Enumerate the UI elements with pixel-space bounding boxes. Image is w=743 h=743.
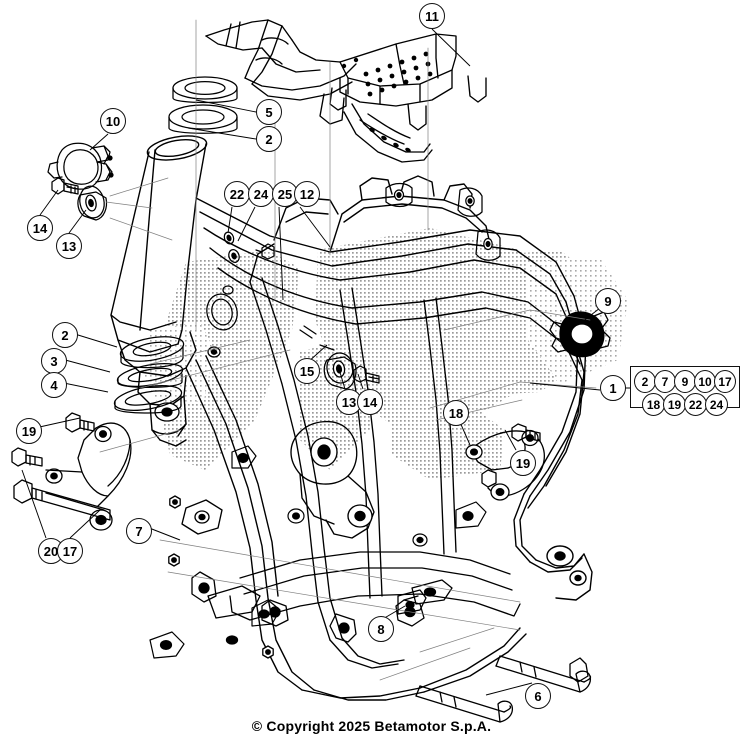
leader-line-24	[237, 206, 256, 242]
leader-lines	[21, 28, 632, 696]
callout-balloon-2[interactable]: 2	[52, 322, 78, 348]
leader-line-13	[68, 209, 87, 234]
group-balloon-2[interactable]: 2	[634, 370, 656, 393]
group-balloon-7[interactable]: 7	[654, 370, 676, 393]
leader-line-11	[431, 28, 471, 67]
leader-line-22	[227, 206, 233, 234]
callout-balloon-15[interactable]: 15	[294, 358, 320, 384]
callout-balloon-14[interactable]: 14	[27, 215, 53, 241]
leader-line-14	[357, 373, 364, 390]
callout-balloon-10[interactable]: 10	[100, 108, 126, 134]
leader-line-9	[581, 307, 601, 323]
callout-balloon-11[interactable]: 11	[419, 3, 445, 29]
group-balloon-19[interactable]: 19	[663, 393, 686, 416]
leader-line-5	[195, 99, 257, 113]
callout-balloon-12[interactable]: 12	[294, 181, 320, 207]
callout-balloon-9[interactable]: 9	[595, 288, 621, 314]
leader-line-25	[278, 206, 284, 301]
callout-balloon-13[interactable]: 13	[56, 233, 82, 259]
leader-line-20	[21, 469, 47, 539]
group-balloon-22[interactable]: 22	[684, 393, 707, 416]
callout-balloon-6[interactable]: 6	[525, 683, 551, 709]
callout-balloon-4[interactable]: 4	[41, 372, 67, 398]
callout-balloon-5[interactable]: 5	[256, 99, 282, 125]
callout-balloon-25[interactable]: 25	[272, 181, 298, 207]
callout-balloon-24[interactable]: 24	[248, 181, 274, 207]
group-balloon-17[interactable]: 17	[714, 370, 736, 393]
leader-line-12	[299, 206, 331, 248]
leader-line-2	[187, 127, 257, 140]
group-balloon-9[interactable]: 9	[674, 370, 696, 393]
callout-balloon-18[interactable]: 18	[443, 400, 469, 426]
callout-balloon-22[interactable]: 22	[224, 181, 250, 207]
leader-line-10	[89, 133, 109, 151]
callout-balloon-8[interactable]: 8	[368, 616, 394, 642]
callout-balloon-17[interactable]: 17	[57, 538, 83, 564]
leader-line-17	[69, 509, 101, 539]
callout-balloon-19[interactable]: 19	[16, 418, 42, 444]
callout-balloon-7[interactable]: 7	[126, 518, 152, 544]
callout-balloon-14[interactable]: 14	[357, 389, 383, 415]
callout-balloon-3[interactable]: 3	[41, 348, 67, 374]
callout-balloon-19[interactable]: 19	[510, 450, 536, 476]
group-balloon-10[interactable]: 10	[694, 370, 716, 393]
callout-balloon-2[interactable]: 2	[256, 126, 282, 152]
leader-line-19	[504, 429, 517, 451]
group-balloon-18[interactable]: 18	[642, 393, 665, 416]
leader-line-14	[39, 189, 59, 216]
copyright-notice: © Copyright 2025 Betamotor S.p.A.	[251, 718, 492, 734]
callout-balloon-13[interactable]: 13	[336, 389, 362, 415]
group-balloon-24[interactable]: 24	[705, 393, 728, 416]
leader-line-19	[34, 417, 81, 429]
callout-balloon-1[interactable]: 1	[600, 375, 626, 401]
leader-line-13	[338, 368, 346, 390]
leader-line-1	[529, 382, 601, 391]
leader-line-6	[485, 682, 533, 696]
